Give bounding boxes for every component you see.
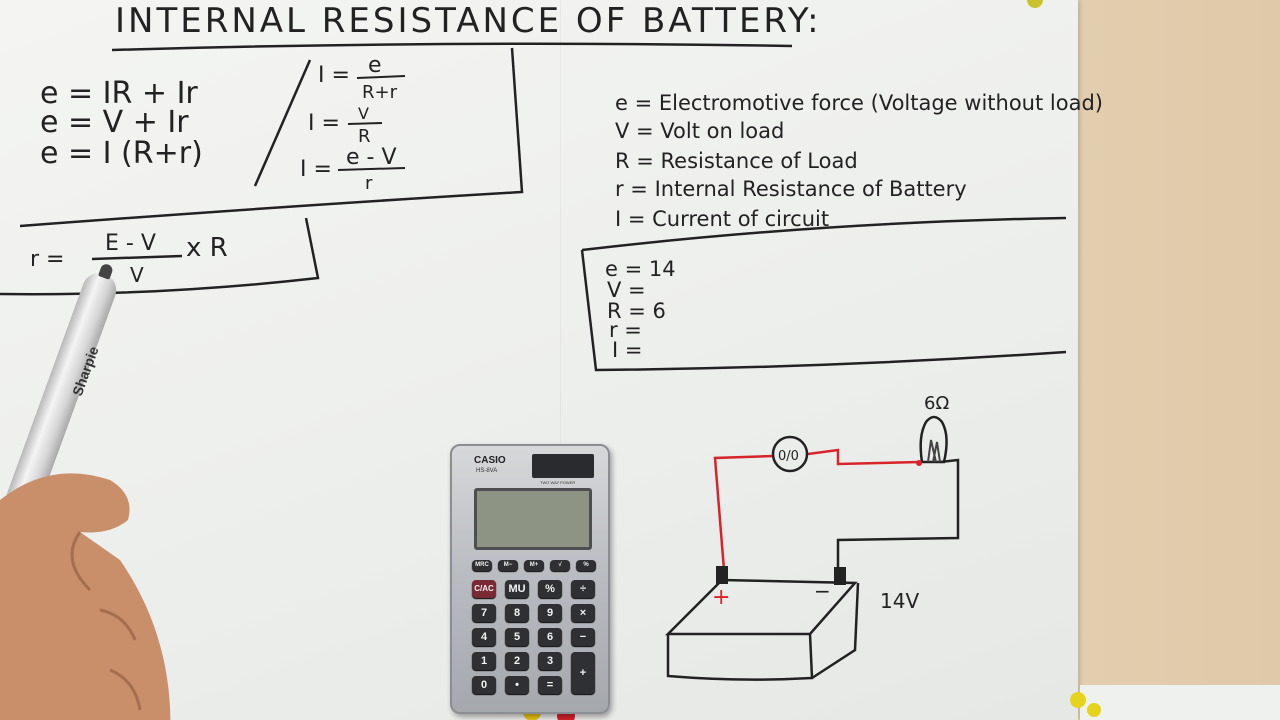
second-paper-sheet [1080, 685, 1280, 720]
plus-sign: + [712, 585, 730, 610]
calculator: CASIO HS-8VA TWO WAY POWER MRC M− M+ √ %… [450, 444, 610, 714]
current-formula-3-den: r [365, 173, 373, 194]
hand-palm [0, 473, 171, 720]
key-decimal[interactable]: • [505, 676, 529, 694]
fraction-bar [356, 75, 406, 79]
current-formula-1-num: e [368, 53, 382, 78]
key-divide[interactable]: ÷ [571, 580, 595, 598]
solar-panel [532, 454, 594, 478]
key-4[interactable]: 4 [472, 628, 496, 646]
key-m-minus[interactable]: M− [498, 560, 518, 571]
resistance-formula-den: V [130, 263, 144, 287]
calculator-power-label: TWO WAY POWER [540, 480, 576, 485]
key-m-plus[interactable]: M+ [524, 560, 544, 571]
current-formula-2-den: R [358, 126, 371, 147]
battery-voltage-label: 14V [880, 589, 919, 613]
key-sqrt[interactable]: √ [550, 560, 570, 571]
key-9[interactable]: 9 [538, 604, 562, 622]
calculator-brand: CASIO [474, 455, 506, 466]
push-pin [1070, 692, 1086, 708]
bulb-filament [927, 439, 941, 463]
key-7[interactable]: 7 [472, 604, 496, 622]
fraction-bar [337, 167, 406, 171]
definition-volt: V = Volt on load [615, 119, 784, 143]
equation-line-1: e = IR + Ir [40, 76, 198, 111]
battery-side [811, 582, 860, 680]
bulb-terminal [916, 460, 922, 466]
battery-front [666, 633, 814, 681]
battery-top [664, 578, 858, 636]
minus-sign: − [814, 579, 831, 603]
push-pin [1027, 0, 1043, 8]
key-5[interactable]: 5 [505, 628, 529, 646]
resistance-box-border [0, 217, 320, 296]
definition-current: I = Current of circuit [615, 207, 829, 231]
current-formula-3-num: e - V [346, 145, 397, 170]
current-formula-3-lhs: I = [300, 157, 332, 182]
given-emf: e = 14 [605, 257, 676, 281]
current-formula-1-den: R+r [362, 82, 398, 103]
circuit-diagram: 0/0 6Ω + − 14V [664, 393, 960, 681]
definition-emf: e = Electromotive force (Voltage without… [615, 91, 1103, 115]
fraction-bar [347, 122, 383, 125]
current-formula-2-lhs: I = [308, 111, 340, 136]
bulb-label: 6Ω [924, 393, 949, 414]
key-2[interactable]: 2 [505, 652, 529, 670]
given-resistance: R = 6 [607, 299, 666, 323]
finger-creases [70, 531, 142, 711]
given-box-top [581, 216, 1067, 252]
key-equals[interactable]: = [538, 676, 562, 694]
divider-slash [253, 59, 312, 187]
equation-box-border [19, 47, 524, 228]
definition-resistance: R = Resistance of Load [615, 149, 858, 173]
given-current: I = [612, 338, 642, 362]
hand-image [0, 473, 171, 720]
title-underline [111, 42, 793, 52]
calculator-display [474, 488, 592, 550]
key-clear[interactable]: C/AC [472, 580, 496, 598]
key-percent-small[interactable]: % [576, 560, 596, 571]
key-percent[interactable]: % [538, 580, 562, 598]
positive-terminal [716, 566, 728, 584]
current-formula-2-num: V [358, 104, 369, 123]
key-8[interactable]: 8 [505, 604, 529, 622]
key-plus[interactable]: + [571, 652, 595, 694]
paper-crease [560, 0, 561, 720]
key-6[interactable]: 6 [538, 628, 562, 646]
resistance-formula-tail: x R [186, 233, 228, 263]
black-wire-right [836, 458, 960, 570]
key-mrc[interactable]: MRC [472, 560, 492, 571]
resistance-formula-num: E - V [105, 231, 156, 256]
key-minus[interactable]: − [571, 628, 595, 646]
given-box-border [580, 249, 1067, 372]
red-wire-top [807, 448, 921, 466]
board-title: INTERNAL RESISTANCE OF BATTERY: [115, 1, 822, 41]
equation-line-2: e = V + Ir [40, 105, 189, 140]
current-formula-1-lhs: I = [318, 63, 350, 88]
given-internal-resistance: r = [609, 318, 642, 342]
push-pin [1087, 703, 1101, 717]
equation-line-3: e = I (R+r) [40, 136, 203, 171]
key-1[interactable]: 1 [472, 652, 496, 670]
fraction-bar [91, 254, 183, 261]
key-multiply[interactable]: × [571, 604, 595, 622]
key-mu[interactable]: MU [505, 580, 529, 598]
light-bulb-icon [919, 415, 948, 464]
definition-internal-resistance: r = Internal Resistance of Battery [615, 177, 967, 201]
red-wire-left [713, 454, 774, 571]
calculator-model: HS-8VA [476, 468, 498, 474]
meter-circle [771, 435, 809, 473]
given-volt: V = [607, 278, 646, 302]
meter-symbol: 0/0 [778, 449, 799, 464]
key-0[interactable]: 0 [472, 676, 496, 694]
negative-terminal [834, 567, 846, 585]
resistance-formula-lhs: r = [30, 247, 64, 272]
key-3[interactable]: 3 [538, 652, 562, 670]
